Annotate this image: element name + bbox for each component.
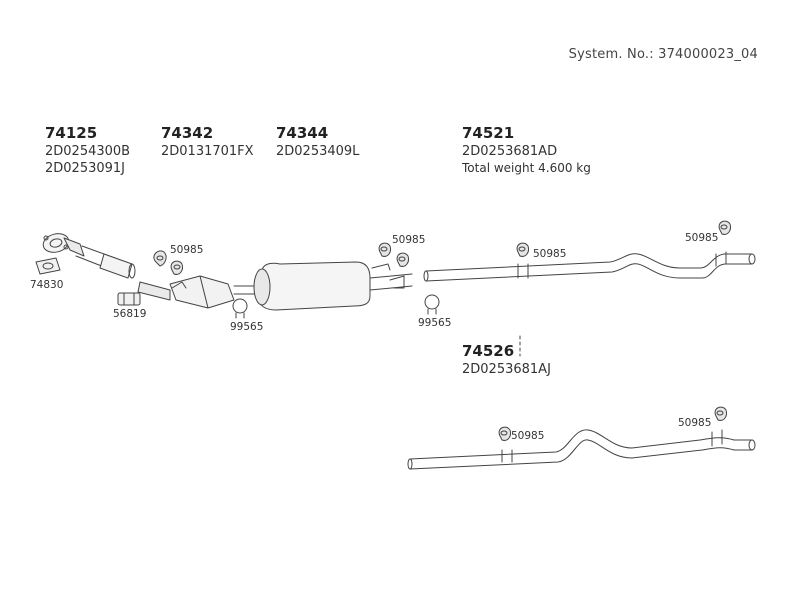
hanger-rubber <box>516 220 731 257</box>
part-74125: 74125 2D0254300B 2D0253091J <box>45 124 130 177</box>
system-number: System. No.: 374000023_04 <box>568 47 758 62</box>
part-code: 2D0253681AJ <box>462 362 551 377</box>
part-number: 74344 <box>276 124 329 142</box>
part-number: 74342 <box>161 124 214 142</box>
hanger-label: 50985 <box>678 417 712 429</box>
front-flange <box>42 233 70 253</box>
tail-pipe <box>423 251 756 282</box>
gasket-label: 74830 <box>30 279 64 291</box>
part-74526: 74526 2D0253681AJ <box>462 342 551 378</box>
part-code: 2D0253409L <box>276 144 360 159</box>
hanger-rubber <box>378 242 409 267</box>
part-74342: 74342 2D0131701FX <box>161 124 254 160</box>
ring-clamp-label: 99565 <box>418 317 452 329</box>
muffler <box>253 261 413 311</box>
ring-clamp <box>424 294 440 315</box>
hanger-label: 50985 <box>511 430 545 442</box>
hanger-label: 50985 <box>685 232 719 244</box>
front-pipe <box>63 237 136 279</box>
part-code: 2D0131701FX <box>161 144 254 159</box>
gasket-part <box>35 257 61 275</box>
clamp-sleeve-part <box>117 292 141 306</box>
total-weight: Total weight 4.600 kg <box>462 161 591 175</box>
hanger-label: 50985 <box>392 234 426 246</box>
part-74344: 74344 2D0253409L <box>276 124 359 160</box>
ring-clamp-label: 99565 <box>230 321 264 333</box>
catalytic-converter <box>137 275 262 309</box>
hanger-rubber <box>153 250 183 275</box>
part-code: 2D0253091J <box>45 161 126 176</box>
clamp-sleeve-label: 56819 <box>113 308 147 320</box>
part-number: 74125 <box>45 124 98 142</box>
ring-clamp <box>232 298 248 319</box>
part-number: 74521 <box>462 124 515 142</box>
hanger-label: 50985 <box>533 248 567 260</box>
hanger-label: 50985 <box>170 244 204 256</box>
alternative-tail-pipe <box>407 429 756 470</box>
part-code: 2D0253681AD <box>462 144 558 159</box>
part-code: 2D0254300B <box>45 144 131 159</box>
hanger-rubber <box>498 406 727 441</box>
part-number: 74526 <box>462 342 515 360</box>
part-74521: 74521 2D0253681AD Total weight 4.600 kg <box>462 124 591 177</box>
